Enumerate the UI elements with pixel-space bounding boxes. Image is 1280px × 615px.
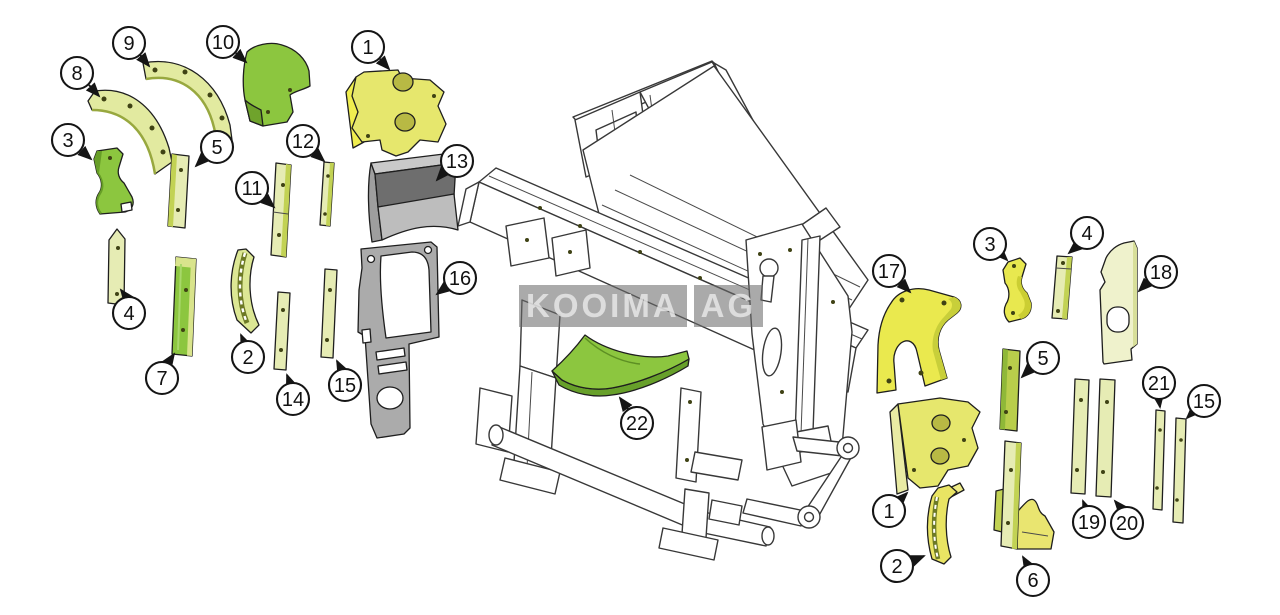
callout-left-1: 1 xyxy=(350,29,391,71)
callout-left-3-number: 3 xyxy=(62,130,73,152)
part-11-shape xyxy=(270,162,292,258)
part-18-shape xyxy=(1099,240,1138,365)
callout-left-4-number: 4 xyxy=(123,303,134,325)
part-6-shape xyxy=(993,440,1055,550)
callout-left-7: 7 xyxy=(144,352,180,396)
callout-left-10: 10 xyxy=(205,24,248,64)
part-7-shape xyxy=(171,256,197,357)
callout-right-2: 2 xyxy=(879,548,926,584)
callout-right-3-number: 3 xyxy=(984,234,995,256)
callout-left-15-number: 15 xyxy=(334,375,356,397)
part-2-left-shape xyxy=(230,248,260,334)
part-20-shape xyxy=(1095,378,1116,498)
callout-left-13: 13 xyxy=(435,143,475,182)
part-21-shape xyxy=(1152,409,1166,511)
part-17-shape xyxy=(876,288,962,394)
callout-left-12: 12 xyxy=(285,123,326,163)
callout-left-5-number: 5 xyxy=(211,137,222,159)
callout-right-18: 18 xyxy=(1137,254,1179,293)
machine-frame-illustration xyxy=(457,60,869,561)
callout-right-17: 17 xyxy=(871,253,912,294)
callout-right-4-number: 4 xyxy=(1081,223,1092,245)
part-5-right-shape xyxy=(999,348,1021,432)
callout-left-16-number: 16 xyxy=(449,268,471,290)
callout-right-19-number: 19 xyxy=(1078,512,1100,534)
callout-right-2-number: 2 xyxy=(891,556,902,578)
callout-left-11: 11 xyxy=(234,170,276,209)
callout-left-16: 16 xyxy=(435,260,478,296)
callout-22: 22 xyxy=(618,396,655,441)
callout-left-8: 8 xyxy=(59,55,101,98)
callout-left-10-number: 10 xyxy=(212,32,234,54)
callout-left-11-number: 11 xyxy=(242,178,263,200)
part-2-right-shape xyxy=(926,482,965,565)
callout-right-15-number: 15 xyxy=(1193,391,1215,413)
callout-right-20-number: 20 xyxy=(1116,513,1138,535)
callout-left-1-number: 1 xyxy=(362,37,373,59)
callout-right-1-number: 1 xyxy=(883,501,894,523)
part-22-shape xyxy=(551,334,690,397)
part-16-shape xyxy=(357,241,440,439)
callout-right-15: 15 xyxy=(1185,383,1222,420)
callout-left-14: 14 xyxy=(275,373,311,417)
callout-left-12-number: 12 xyxy=(292,131,314,153)
part-8-shape xyxy=(87,89,173,175)
part-3-right-shape xyxy=(1002,257,1032,323)
part-14-shape xyxy=(273,291,291,371)
callout-left-13-number: 13 xyxy=(446,151,468,173)
callout-right-21: 21 xyxy=(1141,365,1177,409)
callout-right-21-number: 21 xyxy=(1148,373,1170,395)
callout-left-8-number: 8 xyxy=(71,63,82,85)
part-15-left-shape xyxy=(320,268,338,359)
callout-right-19: 19 xyxy=(1071,499,1107,540)
callout-left-9-number: 9 xyxy=(123,33,134,55)
callout-left-4: 4 xyxy=(111,288,147,331)
callout-right-6: 6 xyxy=(1015,555,1051,598)
callout-left-14-number: 14 xyxy=(282,389,304,411)
callout-left-2-number: 2 xyxy=(242,347,253,369)
callout-right-20: 20 xyxy=(1109,499,1145,541)
callout-right-5: 5 xyxy=(1020,340,1061,379)
callout-left-2: 2 xyxy=(230,333,266,375)
part-3-left-shape xyxy=(93,147,134,215)
part-12-shape xyxy=(319,161,335,227)
part-1-right-shape xyxy=(889,397,981,495)
callout-left-9: 9 xyxy=(111,25,151,68)
part-4-right-shape xyxy=(1051,255,1073,320)
callout-left-3: 3 xyxy=(50,122,93,161)
callout-left-7-number: 7 xyxy=(156,368,167,390)
part-5-left-shape xyxy=(167,153,190,229)
part-1-left-shape xyxy=(345,69,447,157)
callout-right-3: 3 xyxy=(972,226,1009,262)
part-19-shape xyxy=(1070,378,1090,495)
part-15-right-shape xyxy=(1172,417,1187,524)
callout-right-1: 1 xyxy=(871,491,909,529)
callout-left-5: 5 xyxy=(194,129,235,168)
callout-left-15: 15 xyxy=(327,359,363,403)
callout-right-17-number: 17 xyxy=(878,261,900,283)
callout-22-number: 22 xyxy=(626,413,648,435)
callout-right-5-number: 5 xyxy=(1037,348,1048,370)
part-4-left-shape xyxy=(107,228,126,306)
callout-right-6-number: 6 xyxy=(1027,570,1038,592)
part-10-shape xyxy=(242,42,311,127)
callout-right-4: 4 xyxy=(1067,215,1105,255)
callout-right-18-number: 18 xyxy=(1150,262,1172,284)
